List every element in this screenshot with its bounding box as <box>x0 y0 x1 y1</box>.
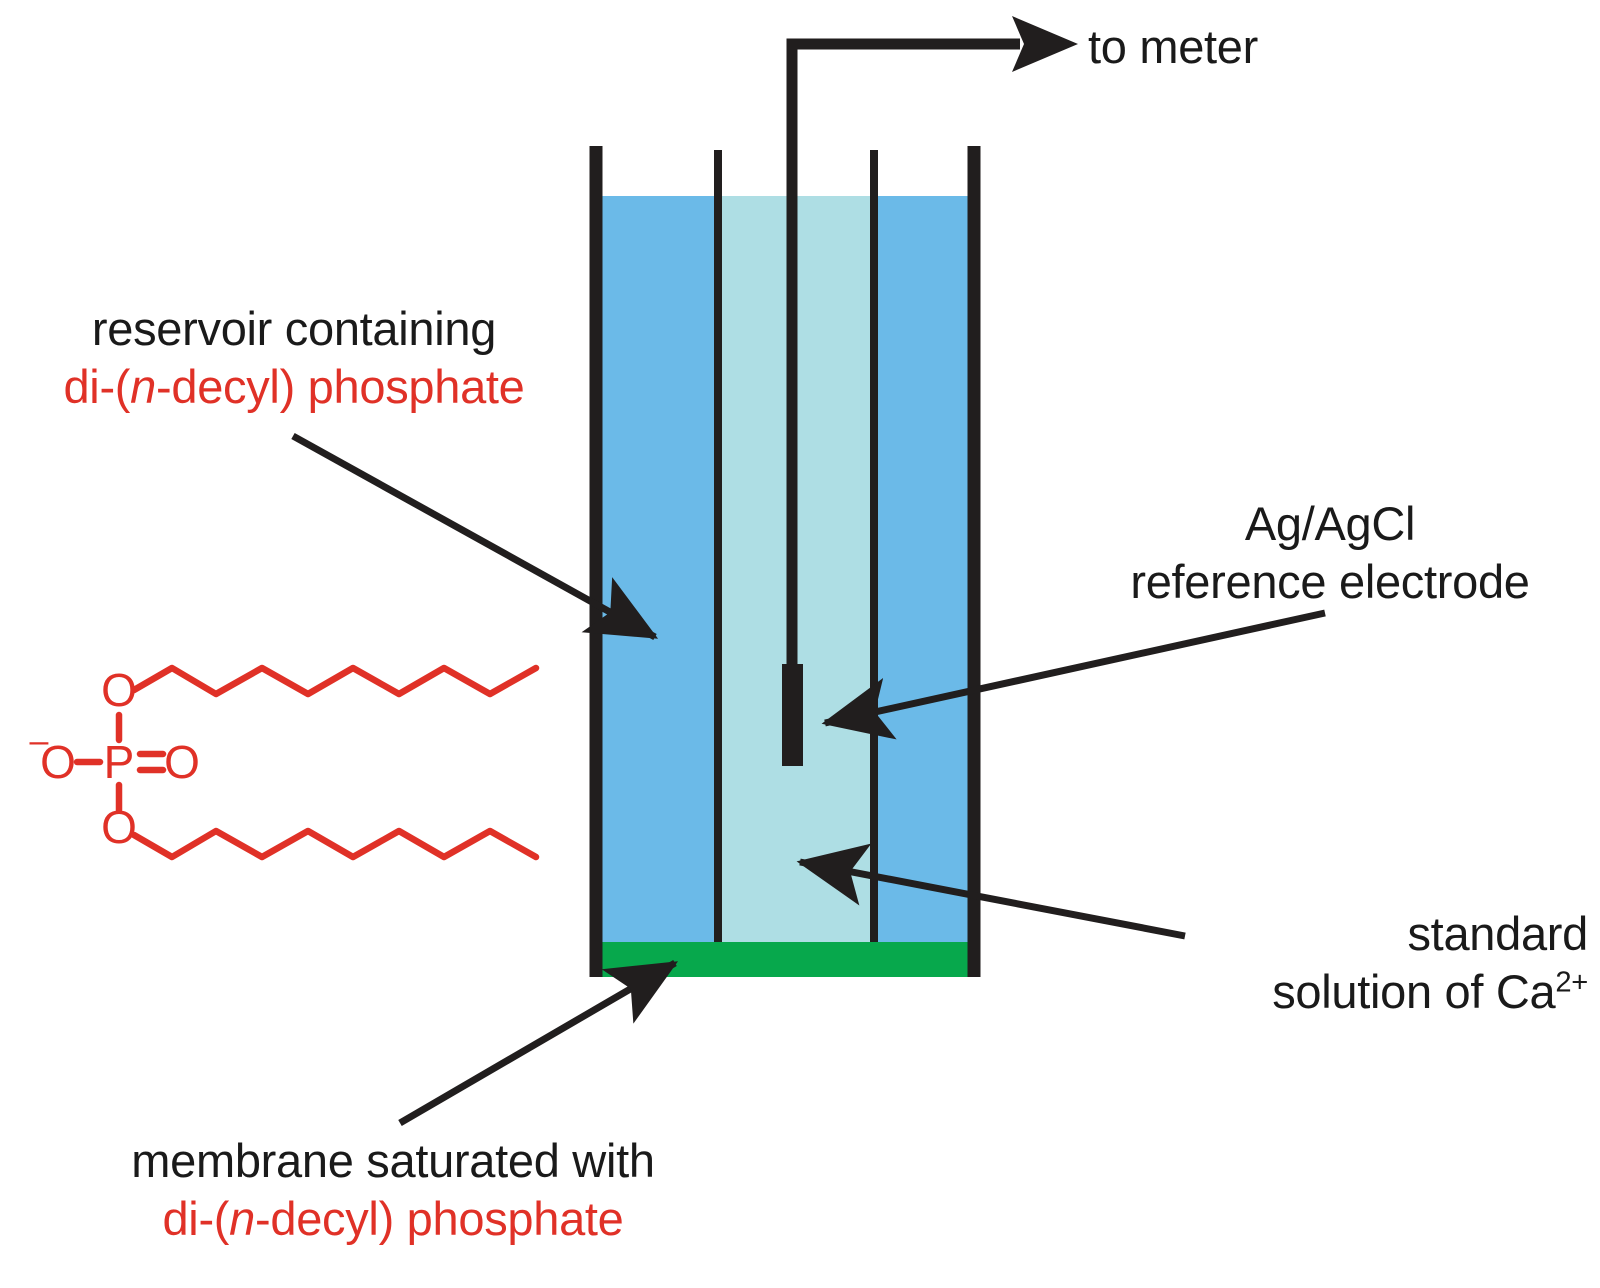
label-reservoir-line1: reservoir containing <box>91 302 497 355</box>
atom-o-anion: O <box>40 736 76 788</box>
label-membrane-line1: membrane saturated with <box>131 1134 655 1187</box>
label-reservoir-line2: di-(n-decyl) phosphate <box>63 360 525 413</box>
atom-o-top: O <box>101 664 137 716</box>
chain-bottom <box>130 827 540 861</box>
chain-top <box>130 664 540 698</box>
label-to-meter: to meter <box>1088 20 1258 73</box>
atom-o-bottom: O <box>101 801 137 853</box>
membrane-fill <box>596 942 974 977</box>
leader-reference-electrode <box>821 609 1326 740</box>
label-reference-electrode: Ag/AgCl reference electrode <box>1070 495 1590 611</box>
leader-standard-solution <box>796 843 1186 940</box>
lead-wire-to-meter <box>786 38 1020 668</box>
atom-o-double: O <box>164 736 200 788</box>
leader-lines <box>291 432 1326 1127</box>
vessel-group <box>596 196 974 977</box>
label-standard-line2: solution of Ca2+ <box>1272 965 1588 1018</box>
label-reference-line1: Ag/AgCl <box>1244 497 1416 550</box>
label-standard-solution: standard solution of Ca2+ <box>1118 905 1588 1021</box>
chemical-structure-group <box>73 664 540 861</box>
leader-reservoir <box>291 432 659 641</box>
structure-atom-labels: – O P O O O <box>30 664 200 853</box>
reference-electrode-group <box>782 16 1078 766</box>
label-membrane-line2: di-(n-decyl) phosphate <box>162 1192 624 1245</box>
atom-o-anion-charge: – <box>30 722 49 760</box>
label-reference-line2: reference electrode <box>1130 555 1530 608</box>
label-standard-line1: standard <box>1407 907 1588 960</box>
leader-membrane <box>398 959 679 1127</box>
label-reservoir: reservoir containing di-(n-decyl) phosph… <box>24 300 564 416</box>
atom-p: P <box>104 736 135 788</box>
vessel-walls <box>589 146 981 977</box>
label-membrane: membrane saturated with di-(n-decyl) pho… <box>78 1132 708 1248</box>
electrode-body <box>782 664 803 766</box>
to-meter-arrowhead <box>1012 16 1078 72</box>
